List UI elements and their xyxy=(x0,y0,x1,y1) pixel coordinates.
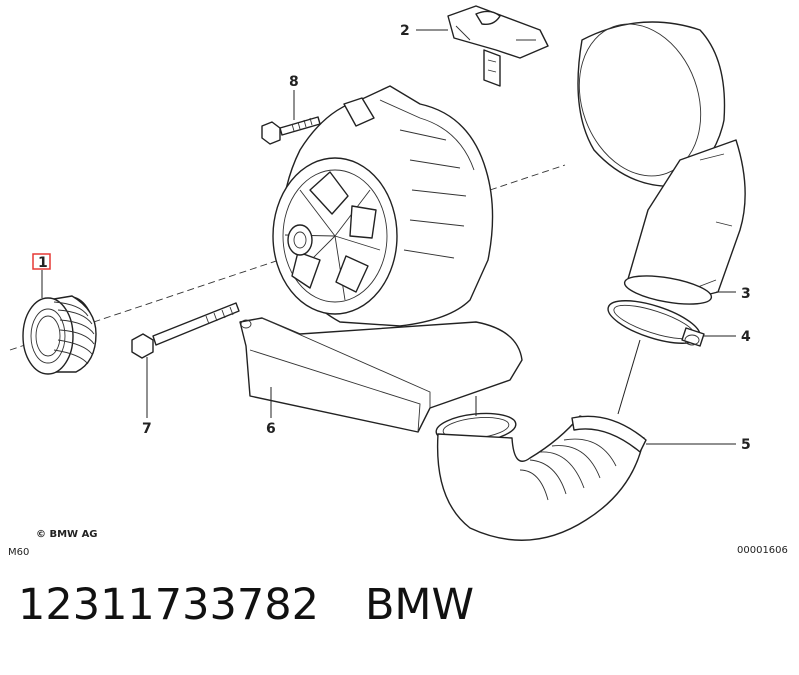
callout-8[interactable]: 8 xyxy=(289,74,299,90)
leader-5b xyxy=(617,339,641,415)
alternator-part[interactable] xyxy=(272,85,494,327)
hose-clamp-part[interactable] xyxy=(603,292,705,352)
callout-3[interactable]: 3 xyxy=(741,286,751,302)
callout-4[interactable]: 4 xyxy=(741,329,751,345)
shroud-part[interactable] xyxy=(239,317,523,433)
copyright-text: © BMW AG xyxy=(36,529,98,540)
pulley-part[interactable] xyxy=(22,295,97,375)
callout-1-highlight xyxy=(32,253,51,270)
brand-name: BMW xyxy=(364,580,475,630)
callout-6[interactable]: 6 xyxy=(266,421,276,437)
callout-5[interactable]: 5 xyxy=(741,437,751,453)
bolt-upper-part[interactable] xyxy=(261,116,321,145)
elbow-hose-part[interactable] xyxy=(435,410,647,541)
callout-2[interactable]: 2 xyxy=(400,23,410,39)
air-duct-part[interactable] xyxy=(559,7,746,310)
diagram-number-text: 00001606 xyxy=(737,545,788,556)
bolt-lower-part[interactable] xyxy=(131,302,240,359)
regulator-part[interactable] xyxy=(447,5,549,87)
model-code-text: M60 xyxy=(8,547,29,558)
part-number: 12311733782 xyxy=(18,580,319,630)
callout-1[interactable]: 1 xyxy=(38,255,48,271)
callout-7[interactable]: 7 xyxy=(142,421,152,437)
